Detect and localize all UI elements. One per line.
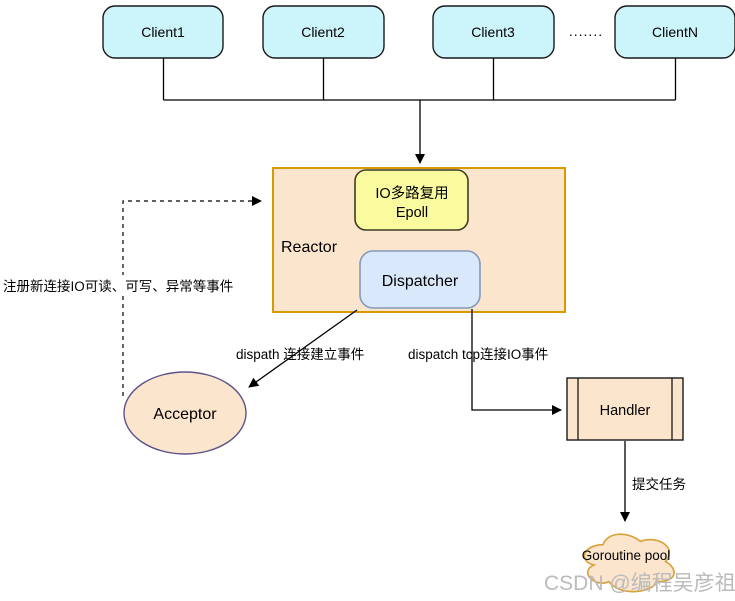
edge-dispatch-accept (248, 309, 358, 388)
edge-dispatch-io (471, 309, 562, 415)
clients-ellipsis: ....... (569, 23, 603, 39)
epoll-node: IO多路复用 Epoll (354, 169, 469, 231)
client-bus-lines (162, 58, 677, 101)
client-node-n: ClientN (614, 5, 735, 59)
client-node-2: Client2 (262, 5, 385, 59)
reactor-label: Reactor (281, 239, 338, 256)
client-3-label: Client3 (471, 24, 515, 40)
acceptor-label: Acceptor (153, 406, 217, 423)
dispatch-accept-label: dispath 连接建立事件 (236, 346, 364, 362)
dispatcher-node: Dispatcher (359, 250, 481, 309)
register-events-label: 注册新连接IO可读、可写、异常等事件 (3, 278, 233, 294)
goroutine-pool-label: Goroutine pool (582, 548, 671, 563)
register-events-label-group: 注册新连接IO可读、可写、异常等事件 (0, 275, 258, 296)
client-node-1: Client1 (102, 5, 224, 59)
dispatcher-label: Dispatcher (382, 273, 459, 290)
acceptor-node: Acceptor (123, 371, 247, 455)
handler-label: Handler (600, 403, 651, 419)
edge-register-events (122, 196, 262, 396)
client-node-3: Client3 (432, 5, 555, 59)
epoll-label-line2: Epoll (396, 205, 428, 221)
dispatch-io-label: dispatch tcp连接IO事件 (408, 346, 548, 362)
epoll-label-line1: IO多路复用 (375, 184, 448, 202)
watermark-text: CSDN @编程吴彦祖 (544, 572, 735, 595)
handler-node: Handler (566, 377, 684, 441)
submit-task-label: 提交任务 (632, 476, 686, 492)
goroutine-pool-node: Goroutine pool (582, 533, 675, 593)
client-2-label: Client2 (301, 24, 345, 40)
client-1-label: Client1 (141, 24, 185, 40)
client-n-label: ClientN (652, 24, 698, 40)
cloud-shape (583, 533, 675, 593)
